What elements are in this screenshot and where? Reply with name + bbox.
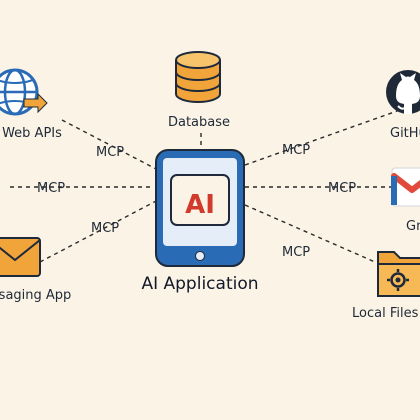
tablet-icon (155, 149, 245, 267)
database-label: Database (168, 115, 230, 130)
mcp-label-gmail: MCP (328, 181, 356, 196)
envelope-icon (0, 237, 41, 277)
mcp-label-local-files: MCP (282, 245, 310, 260)
mcp-label-left-middle: MCP (37, 181, 65, 196)
connector-github (244, 109, 401, 166)
github-label: GitHub (390, 126, 420, 141)
mcp-label-web-apis: MCP (96, 145, 124, 160)
connectors (10, 109, 401, 263)
connector-messaging (39, 199, 159, 263)
mcp-label-messaging: MCP (91, 221, 119, 236)
folder-gear-icon (377, 251, 420, 297)
mcp-label-github: MCP (282, 143, 310, 158)
database-icon (175, 51, 221, 103)
local-files-node: Local Files (352, 251, 420, 321)
gmail-node: Gmail (391, 167, 420, 234)
web-apis-label: Web APIs (2, 126, 62, 141)
web-apis-node: Web APIs (0, 68, 62, 141)
database-node: Database (168, 51, 230, 130)
gmail-icon (391, 167, 420, 207)
messaging-app-label: Messaging App (0, 288, 71, 303)
ai-application-node: AI AI Application (141, 149, 259, 294)
github-icon (386, 70, 420, 114)
gmail-label: Gmail (406, 219, 420, 234)
local-files-label: Local Files (352, 306, 419, 321)
messaging-app-node: Messaging App (0, 237, 71, 303)
github-node: GitHub (386, 70, 420, 141)
ai-badge-text: AI (185, 190, 215, 220)
connector-web-apis (61, 119, 159, 171)
globe-arrow-icon (0, 68, 48, 116)
ai-application-label: AI Application (141, 274, 258, 294)
